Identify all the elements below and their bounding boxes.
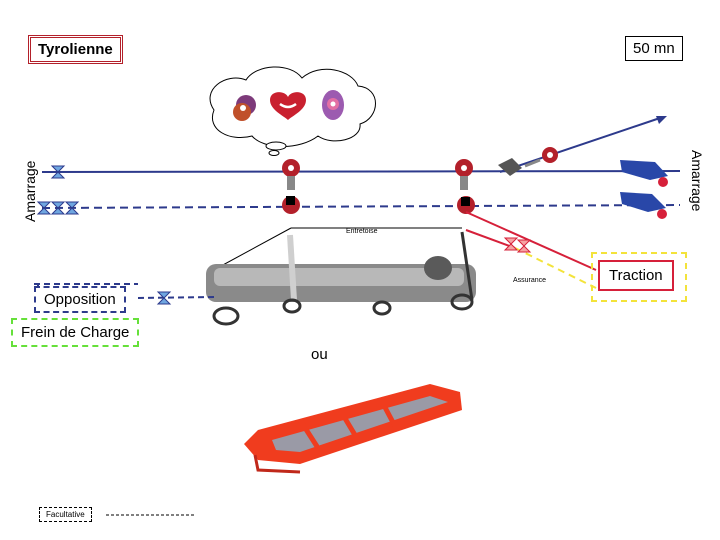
facultative-legend: Facultative — [39, 507, 92, 522]
equipment-thought-bubble — [209, 66, 376, 156]
stretcher-icon — [206, 227, 476, 326]
rope-grab-icon — [498, 147, 558, 176]
knot-icon — [156, 291, 172, 305]
basket-stretcher-icon — [244, 384, 462, 474]
pulley-icon — [270, 92, 306, 120]
anchor-right-label: Amarrage — [689, 150, 705, 212]
pulley-icon — [322, 90, 344, 120]
traction-rope-lower — [465, 229, 516, 249]
traction-direction-line — [499, 117, 661, 173]
knot-icon — [36, 165, 80, 215]
entretoise-label: Entretoise — [346, 228, 378, 235]
traction-rope — [465, 211, 597, 271]
anchor-left-label: Amarrage — [22, 160, 38, 222]
or-label: ou — [311, 346, 328, 363]
main-rope — [41, 170, 681, 173]
frein-de-charge-label: Frein de Charge — [11, 318, 140, 347]
pulley-icon — [233, 95, 256, 121]
duration-badge: 50 mn — [625, 36, 683, 61]
traction-label: Traction — [598, 260, 674, 291]
knot-icon — [503, 237, 532, 253]
secondary-rope — [41, 204, 681, 209]
opposition-rope — [137, 296, 216, 299]
assurance-rope — [514, 247, 597, 289]
rope-grab-icon — [620, 160, 668, 219]
opposition-label: Opposition — [34, 286, 126, 313]
arrow-head-icon — [656, 116, 667, 124]
assurance-label: Assurance — [513, 277, 547, 284]
page-title: Tyrolienne — [28, 35, 123, 64]
assurance-frame — [591, 252, 687, 302]
pulley-icon — [455, 159, 475, 214]
pulley-icon — [282, 159, 300, 214]
